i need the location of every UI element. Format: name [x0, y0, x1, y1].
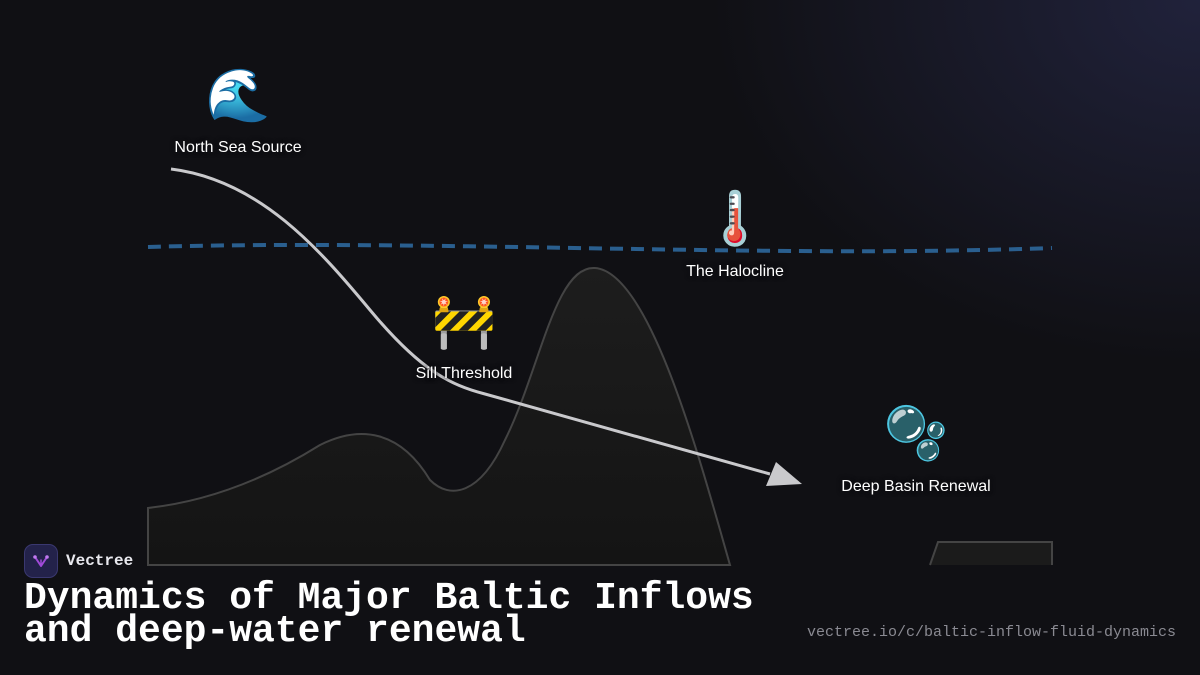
north-sea-source-label: North Sea Source — [174, 139, 302, 156]
bubbles-icon: 🫧 — [883, 404, 949, 464]
wave-icon: 🌊 — [205, 66, 271, 126]
halocline-line — [147, 242, 1053, 254]
deep-basin-renewal-label: Deep Basin Renewal — [841, 478, 991, 495]
inflow-arrowhead — [766, 462, 802, 486]
brand-name: Vectree — [66, 552, 134, 570]
page-title: Dynamics of Major Baltic Inflows and dee… — [24, 577, 754, 653]
thermometer-icon: 🌡️ — [702, 189, 768, 249]
vectree-logo-icon — [24, 544, 58, 578]
seabed-profile — [147, 266, 732, 566]
source-url[interactable]: vectree.io/c/baltic-inflow-fluid-dynamic… — [806, 624, 1176, 641]
sill-threshold-label: Sill Threshold — [415, 365, 513, 382]
construction-barrier-icon: 🚧 — [431, 292, 497, 352]
inflow-path — [170, 167, 771, 476]
halocline-label: The Halocline — [686, 263, 784, 280]
basin-floor-step — [929, 541, 1053, 566]
brand: Vectree — [24, 544, 133, 578]
